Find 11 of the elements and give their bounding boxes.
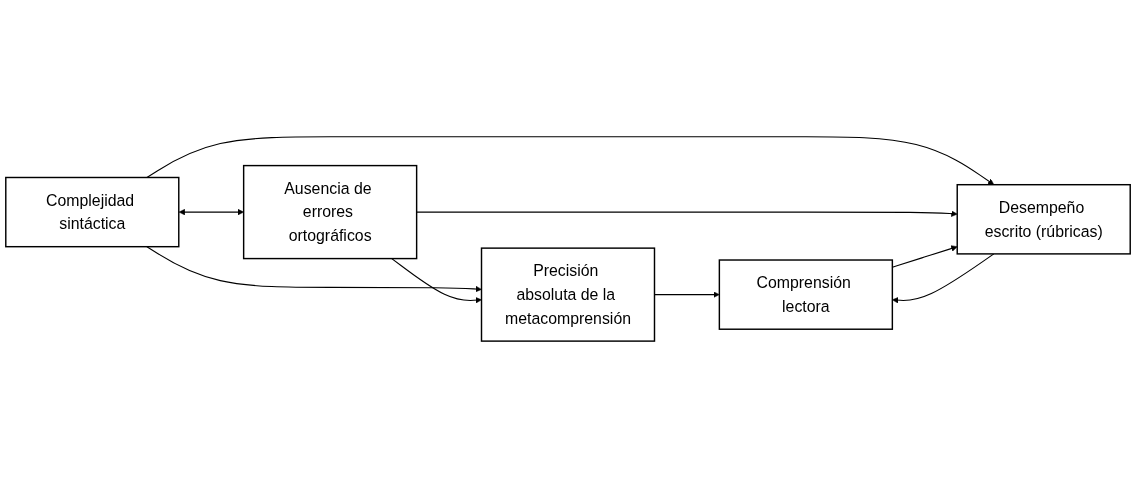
arrow — [391, 257, 482, 303]
arrow — [892, 252, 995, 303]
arrow — [416, 210, 958, 217]
arrow — [178, 208, 244, 215]
arrow — [146, 135, 995, 185]
node-box: Comprensión lectora — [718, 258, 894, 330]
node-box: Desempeño escrito (rúbricas) — [956, 183, 1131, 255]
node-box: Complejidad sintáctica — [5, 176, 180, 247]
node-box: Precisión absoluta de la metacomprensión — [480, 246, 656, 342]
node-box: Ausencia de errores ortográficos — [242, 164, 418, 259]
arrow — [146, 245, 482, 292]
